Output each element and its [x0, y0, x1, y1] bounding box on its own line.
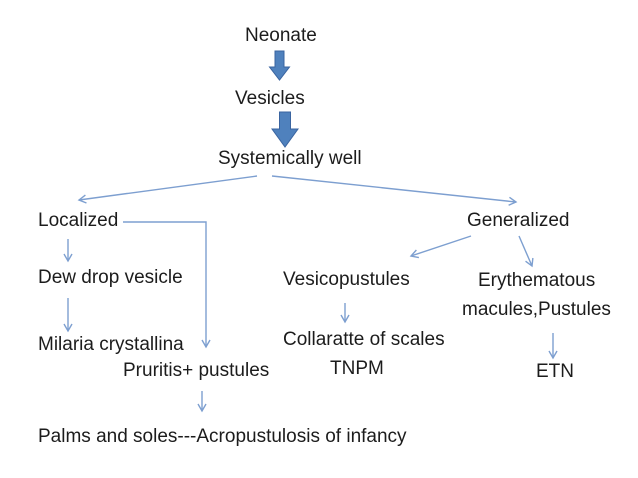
- node-erythematous-line1: Erythematous: [478, 270, 596, 291]
- node-erythematous-line2: macules,Pustules: [462, 299, 611, 320]
- node-tnpm: TNPM: [330, 358, 384, 379]
- connector-systemically-well-to-generalized: [271, 175, 518, 206]
- block-arrow-vesicles-to-systemically-well: [271, 111, 299, 148]
- node-etn: ETN: [536, 361, 574, 382]
- node-generalized: Generalized: [467, 210, 570, 231]
- connector-generalized-to-vesicopustules: [409, 235, 472, 259]
- node-systemically-well: Systemically well: [218, 148, 362, 169]
- connector-systemically-well-to-localized: [77, 175, 258, 204]
- node-localized: Localized: [38, 210, 119, 231]
- node-vesicles: Vesicles: [235, 88, 305, 109]
- connector-generalized-to-erythematous: [518, 235, 534, 268]
- node-vesicopustules: Vesicopustules: [283, 269, 410, 290]
- node-neonate: Neonate: [245, 25, 317, 46]
- node-dew-drop-vesicle: Dew drop vesicle: [38, 267, 183, 288]
- node-milaria-crystallina: Milaria crystallina: [38, 334, 184, 355]
- node-pruritis-pustules: Pruritis+ pustules: [123, 360, 270, 381]
- node-collaratte-of-scales: Collaratte of scales: [283, 329, 445, 350]
- node-palms-and-soles: Palms and soles---Acropustulosis of infa…: [38, 426, 407, 447]
- block-arrow-neonate-to-vesicles: [268, 50, 291, 81]
